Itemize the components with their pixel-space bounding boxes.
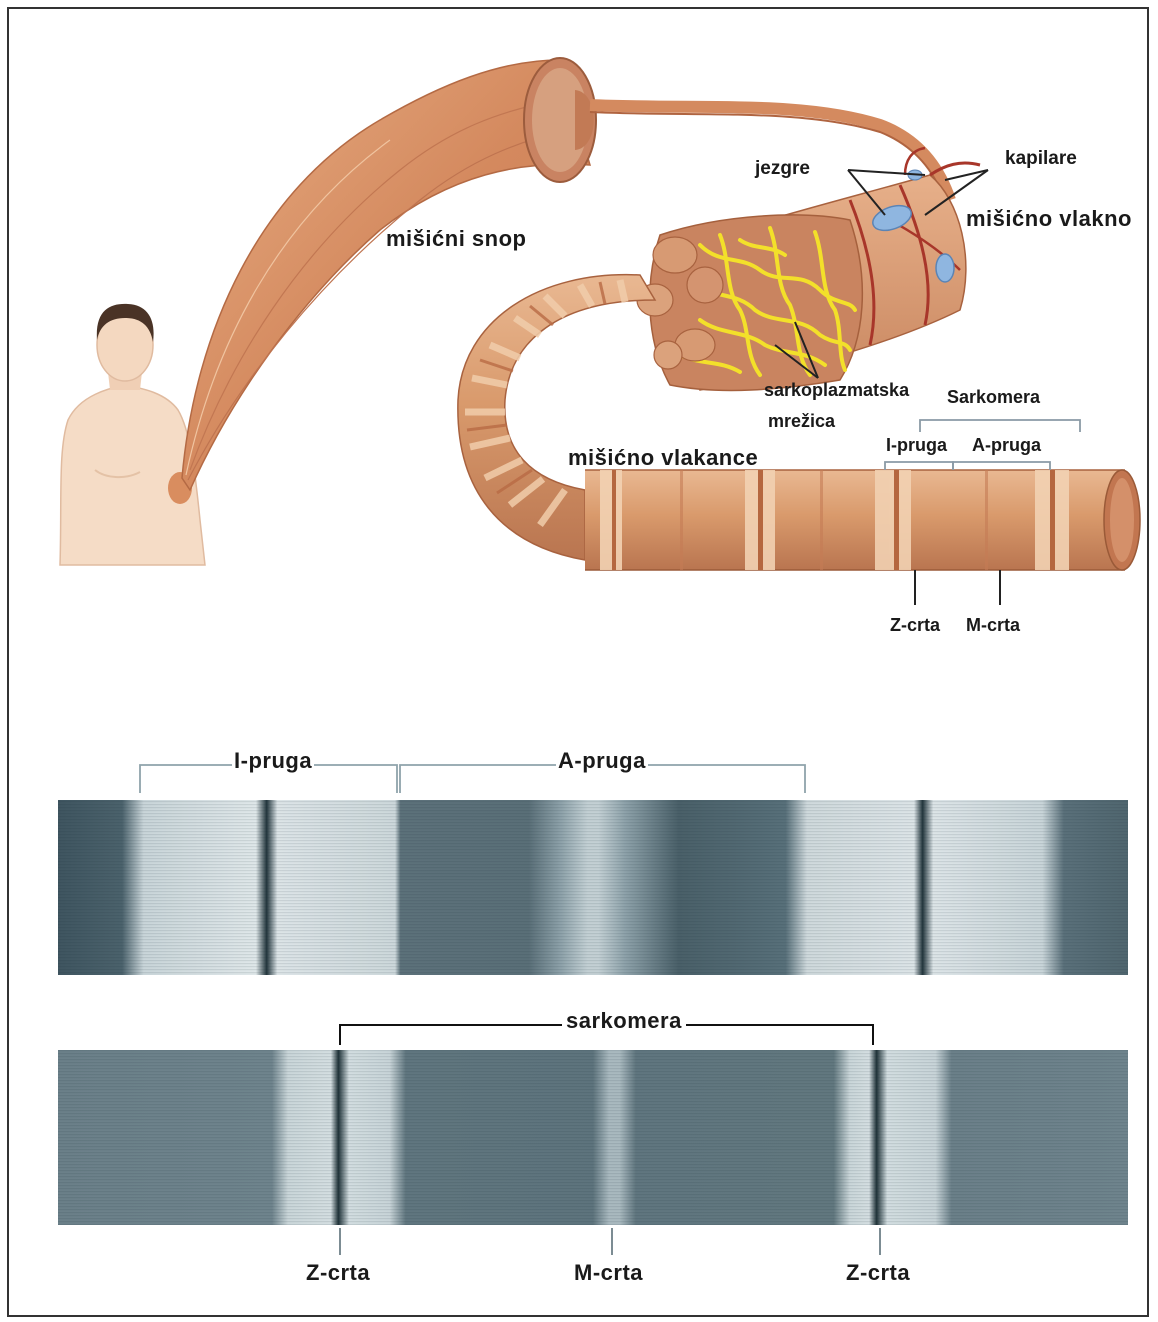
label-sarcomere-em: sarkomera xyxy=(562,1008,686,1034)
label-m-line-top: M-crta xyxy=(966,615,1020,636)
label-muscle-fiber: mišićno vlakno xyxy=(966,206,1132,232)
muscle-fascicle xyxy=(182,58,596,490)
label-sarcomere-top: Sarkomera xyxy=(947,387,1040,408)
label-myofibril: mišićno vlakance xyxy=(568,445,758,471)
label-a-band-top: A-pruga xyxy=(972,435,1041,456)
label-i-band-top: I-pruga xyxy=(886,435,947,456)
label-muscle-fascicle: mišićni snop xyxy=(386,226,526,252)
label-z-line-right: Z-crta xyxy=(846,1260,910,1286)
em-micrograph-lower xyxy=(58,1025,1128,1255)
label-reticulum: mrežica xyxy=(768,411,835,432)
label-a-band-em: A-pruga xyxy=(556,748,648,774)
label-capillaries: kapilare xyxy=(1005,148,1077,170)
label-z-line-left: Z-crta xyxy=(306,1260,370,1286)
label-m-line-bottom: M-crta xyxy=(574,1260,643,1286)
label-i-band-em: I-pruga xyxy=(232,748,314,774)
nucleus xyxy=(936,254,954,282)
em-micrograph-upper xyxy=(58,765,1128,975)
label-z-line-top: Z-crta xyxy=(890,615,940,636)
human-figure xyxy=(60,304,205,565)
label-sarcoplasmic: sarkoplazmatska xyxy=(764,380,909,401)
label-nuclei: jezgre xyxy=(755,158,810,180)
